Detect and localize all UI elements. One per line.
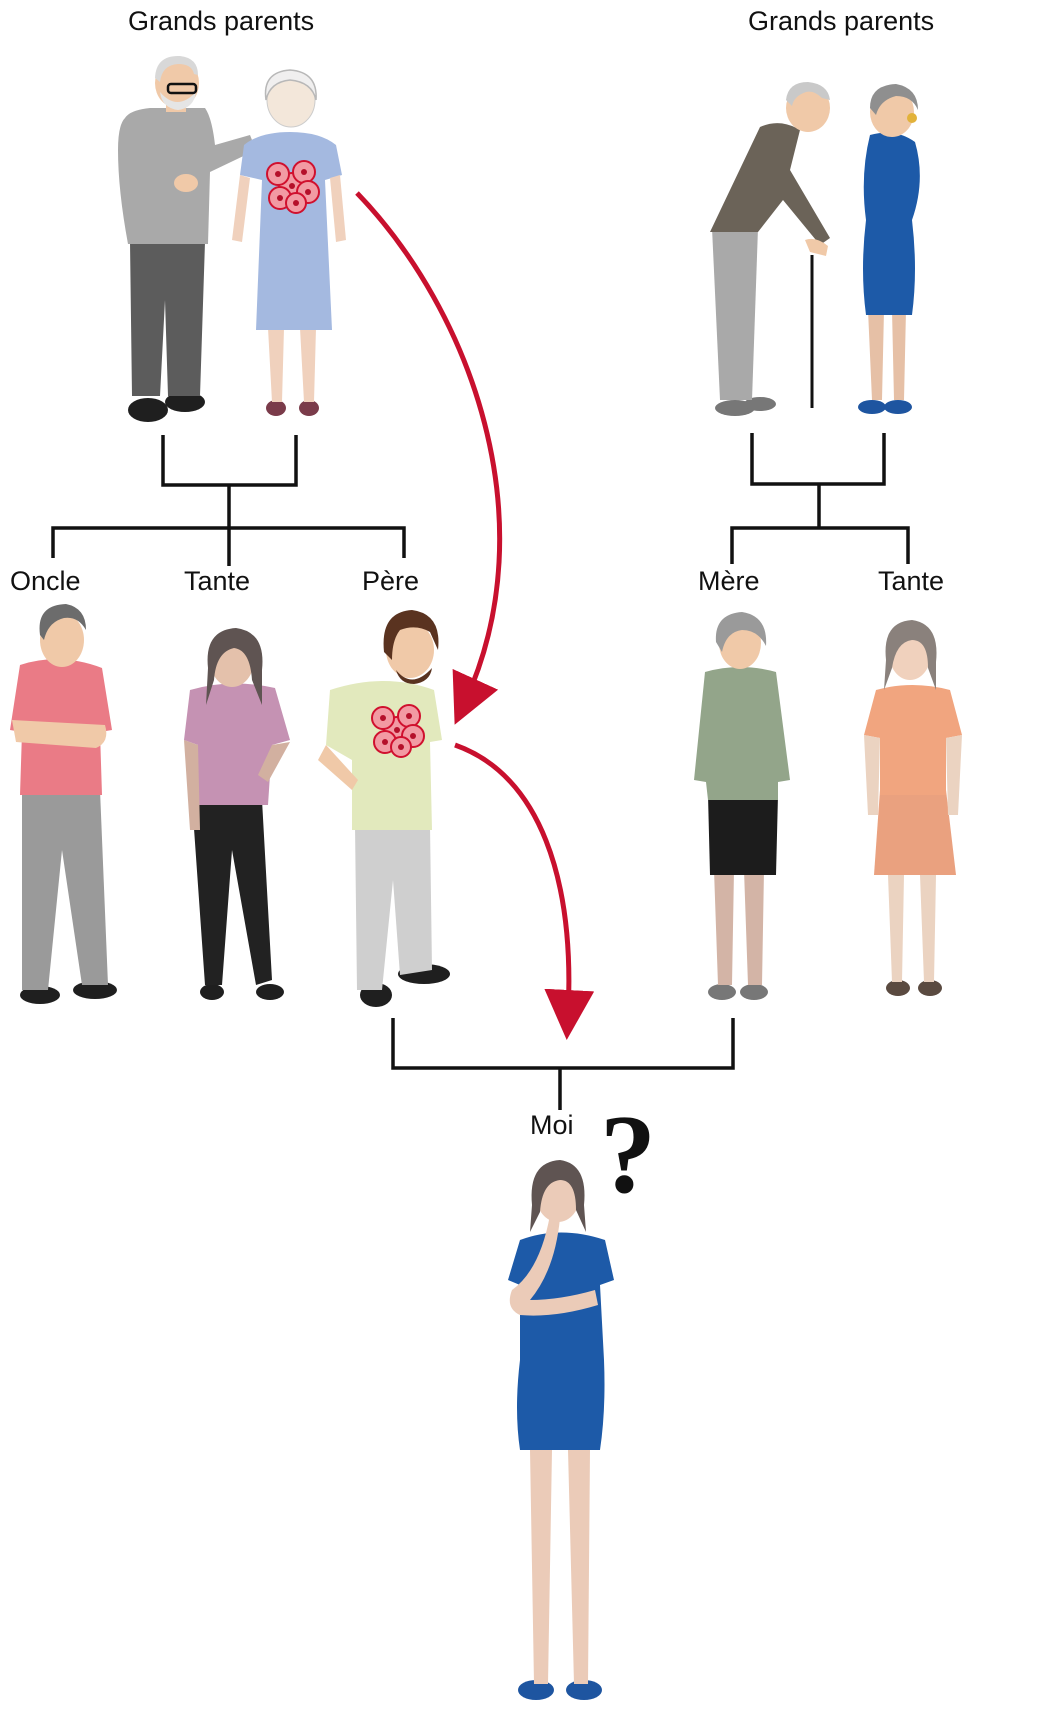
maternal-grandmother-figure	[858, 84, 920, 414]
inheritance-arrows	[355, 191, 595, 1040]
uncle-figure	[10, 604, 117, 1004]
label-paternal-aunt: Tante	[184, 566, 251, 596]
paternal-aunt-figure	[184, 628, 290, 1000]
me-figure	[508, 1160, 614, 1700]
label-me: Moi	[530, 1110, 574, 1140]
label-maternal-aunt: Tante	[878, 566, 945, 596]
label-father: Père	[362, 566, 420, 596]
connector-maternal-children	[730, 526, 910, 564]
paternal-grandmother-figure	[232, 69, 346, 416]
paternal-grandfather-figure	[118, 55, 256, 422]
label-uncle: Oncle	[10, 566, 81, 596]
father-figure	[318, 610, 450, 1007]
label-maternal-grandparents: Grands parents	[748, 6, 935, 36]
question-mark-icon: ?	[600, 1093, 656, 1217]
maternal-aunt-figure	[864, 620, 962, 996]
maternal-grandfather-figure	[710, 82, 830, 416]
connector-parents	[391, 1018, 735, 1070]
connector-maternal-couple	[750, 433, 886, 486]
arrow-grandmother-to-father	[355, 191, 503, 725]
label-paternal-grandparents: Grands parents	[128, 6, 315, 36]
tree-connectors	[51, 433, 910, 1110]
mother-figure	[694, 612, 790, 1000]
arrow-father-to-me	[454, 742, 595, 1040]
connector-paternal-couple	[161, 435, 298, 487]
label-mother: Mère	[698, 566, 760, 596]
